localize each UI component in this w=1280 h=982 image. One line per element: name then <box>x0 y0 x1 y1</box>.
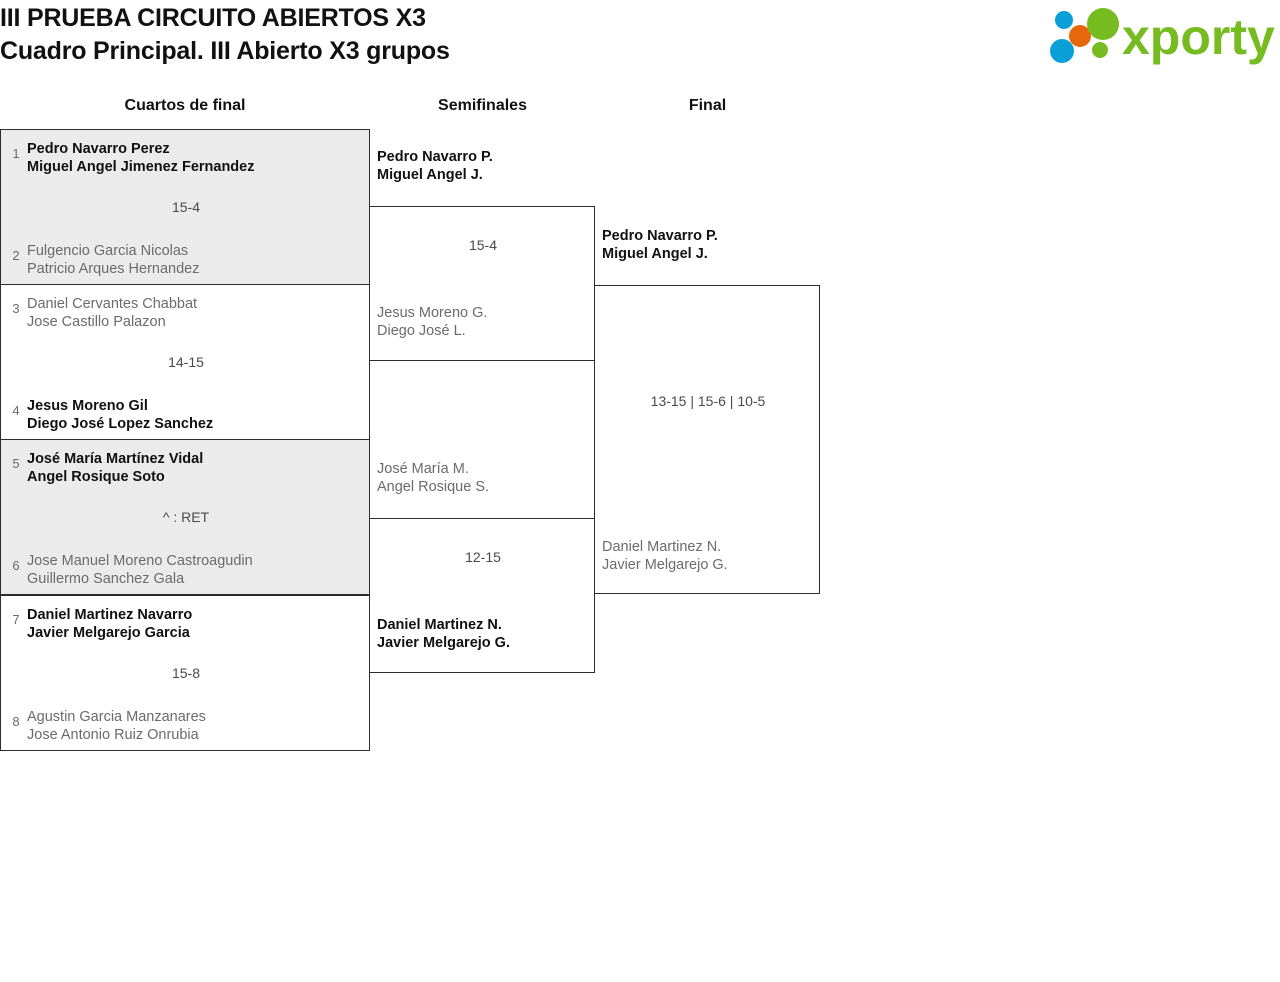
team-entry: Pedro Navarro Perez Miguel Angel Jimenez… <box>27 140 254 176</box>
match-score: 12-15 <box>465 549 501 565</box>
player-name: Miguel Angel J. <box>602 246 708 262</box>
title-line-2: Cuadro Principal. III Abierto X3 grupos <box>0 37 450 65</box>
player-name: Jose Manuel Moreno Castroagudin <box>27 553 253 569</box>
team-entry: Jose Manuel Moreno Castroagudin Guillerm… <box>27 552 253 588</box>
seed-number: 8 <box>12 714 20 729</box>
player-name: Pedro Navarro P. <box>602 228 718 244</box>
player-name: Diego José Lopez Sanchez <box>27 416 214 432</box>
title-line-1: III PRUEBA CIRCUITO ABIERTOS X3 <box>0 4 426 32</box>
match-quarterfinal-4[interactable]: 7 Daniel Martinez Navarro Javier Melgare… <box>0 595 370 751</box>
player-name: Daniel Martinez N. <box>377 617 502 633</box>
player-name: Miguel Angel Jimenez Fernandez <box>27 159 255 175</box>
player-name: José María M. <box>377 461 469 477</box>
xporty-logo-svg: xporty <box>1050 8 1275 65</box>
match-score: 14-15 <box>168 354 204 370</box>
player-name: José María Martínez Vidal <box>27 451 204 467</box>
match-score: 15-4 <box>171 199 201 215</box>
team-entry: José María Martínez Vidal Angel Rosique … <box>27 450 203 486</box>
player-name: Pedro Navarro P. <box>377 149 493 165</box>
seed-number: 4 <box>12 403 20 418</box>
player-name: Jesus Moreno Gil <box>27 398 148 414</box>
match-score: 13-15 | 15-6 | 10-5 <box>650 393 766 409</box>
round-header-semifinals: Semifinales <box>438 97 527 114</box>
team-entry: Jesus Moreno Gil Diego José Lopez Sanche… <box>27 397 213 433</box>
player-name: Jose Antonio Ruiz Onrubia <box>27 727 199 743</box>
player-name: Diego José L. <box>377 323 466 339</box>
round-header-quarterfinals: Cuartos de final <box>124 97 246 114</box>
team-entry: Daniel Martinez N. Javier Melgarejo G. <box>602 538 728 574</box>
player-name: Pedro Navarro Perez <box>27 141 170 157</box>
logo-dot-blue-small <box>1055 11 1073 29</box>
player-name: Jesus Moreno G. <box>377 305 488 321</box>
seed-number: 6 <box>12 558 20 573</box>
seed-number: 3 <box>12 301 20 316</box>
player-name: Daniel Martinez N. <box>602 539 722 555</box>
logo-dot-green-small <box>1092 42 1108 58</box>
team-entry: Daniel Martinez Navarro Javier Melgarejo… <box>27 606 192 642</box>
player-name: Guillermo Sanchez Gala <box>27 571 185 587</box>
match-score: ^ : RET <box>162 509 210 525</box>
team-entry: Fulgencio Garcia Nicolas Patricio Arques… <box>27 242 200 278</box>
team-entry: Daniel Cervantes Chabbat Jose Castillo P… <box>27 295 197 331</box>
team-entry: José María M. Angel Rosique S. <box>377 460 489 496</box>
player-name: Miguel Angel J. <box>377 167 483 183</box>
round-header-final: Final <box>688 97 727 114</box>
player-name: Daniel Cervantes Chabbat <box>27 296 198 312</box>
match-quarterfinal-1[interactable]: 1 Pedro Navarro Perez Miguel Angel Jimen… <box>0 129 370 285</box>
player-name: Javier Melgarejo Garcia <box>27 625 190 641</box>
logo-wordmark: xporty <box>1122 9 1275 65</box>
logo-dot-green-large <box>1087 8 1119 40</box>
player-name: Angel Rosique S. <box>377 479 490 495</box>
player-name: Patricio Arques Hernandez <box>27 261 200 277</box>
player-name: Jose Castillo Palazon <box>27 314 166 330</box>
page-title: III PRUEBA CIRCUITO ABIERTOS X3 Cuadro P… <box>0 2 450 68</box>
match-score: 15-4 <box>468 237 498 253</box>
seed-number: 5 <box>12 456 20 471</box>
match-final[interactable]: 13-15 | 15-6 | 10-5 <box>594 285 820 594</box>
match-semifinal-2[interactable]: 12-15 <box>369 518 595 673</box>
match-quarterfinal-3[interactable]: 5 José María Martínez Vidal Angel Rosiqu… <box>0 439 370 595</box>
seed-number: 7 <box>12 612 20 627</box>
player-name: Javier Melgarejo G. <box>602 557 728 573</box>
xporty-logo[interactable]: xporty <box>1046 4 1276 66</box>
player-name: Fulgencio Garcia Nicolas <box>27 243 189 259</box>
match-score: 15-8 <box>171 665 201 681</box>
player-name: Daniel Martinez Navarro <box>27 607 193 623</box>
team-entry: Pedro Navarro P. Miguel Angel J. <box>602 227 718 263</box>
team-entry: Daniel Martinez N. Javier Melgarejo G. <box>377 616 510 652</box>
team-entry: Pedro Navarro P. Miguel Angel J. <box>377 148 493 184</box>
team-entry: Agustin Garcia Manzanares Jose Antonio R… <box>27 708 206 744</box>
match-quarterfinal-2[interactable]: 3 Daniel Cervantes Chabbat Jose Castillo… <box>0 284 370 440</box>
seed-number: 2 <box>12 248 20 263</box>
team-entry: Jesus Moreno G. Diego José L. <box>377 304 487 340</box>
player-name: Agustin Garcia Manzanares <box>27 709 206 725</box>
match-semifinal-1[interactable]: 15-4 <box>369 206 595 361</box>
logo-dot-orange <box>1069 25 1091 47</box>
player-name: Angel Rosique Soto <box>27 469 165 485</box>
page-header: III PRUEBA CIRCUITO ABIERTOS X3 Cuadro P… <box>0 0 1280 78</box>
logo-dot-blue-large <box>1050 39 1074 63</box>
player-name: Javier Melgarejo G. <box>377 635 510 651</box>
seed-number: 1 <box>12 146 20 161</box>
